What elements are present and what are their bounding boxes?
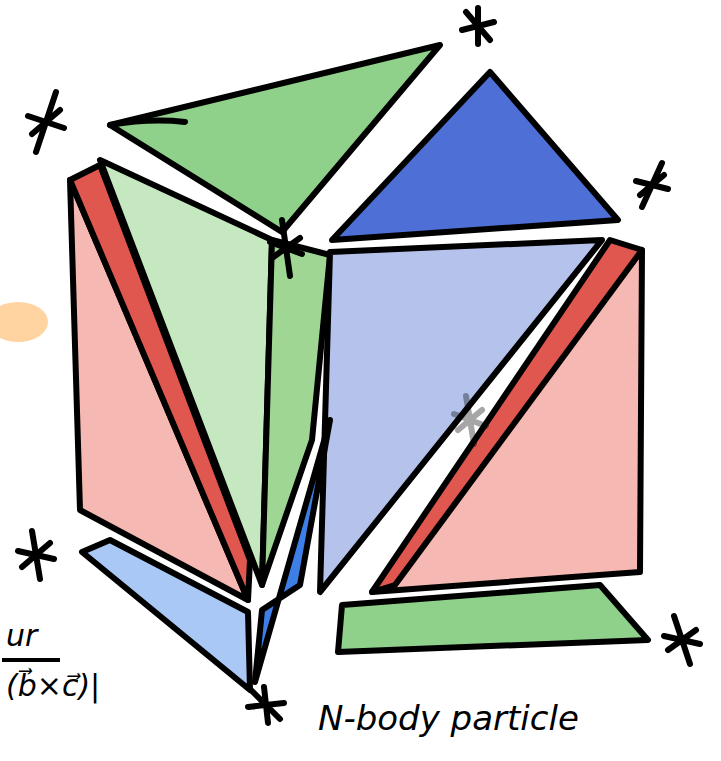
formula-numerator: ur (6, 618, 37, 653)
formula-denominator: (b⃗×c⃗)| (6, 668, 100, 703)
fraction-bar (2, 658, 60, 662)
caption-text: N-body particle (318, 698, 579, 738)
